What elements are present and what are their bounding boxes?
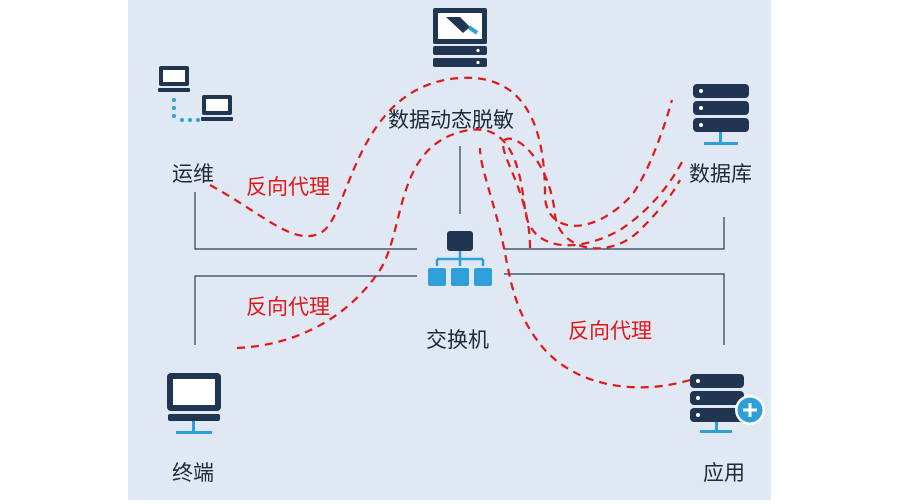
proxy-path-terminal-to-database [236, 128, 684, 350]
reverse-proxy-paths [209, 76, 691, 389]
database-label: 数据库 [689, 162, 752, 186]
masking-server-icon [433, 8, 487, 67]
switch-label: 交换机 [426, 328, 489, 352]
computer-monitor-icon [167, 373, 221, 434]
plus-badge-icon [735, 395, 765, 425]
proxy-label-ops: 反向代理 [246, 175, 330, 199]
ops-label: 运维 [172, 162, 214, 186]
application-server-icon [690, 374, 765, 433]
proxy-label-application: 反向代理 [568, 319, 652, 343]
connection-lines [194, 146, 725, 345]
terminal-to-switch-line [194, 275, 417, 345]
proxy-label-terminal: 反向代理 [246, 295, 330, 319]
network-switch-icon [428, 231, 492, 286]
terminal-label: 终端 [172, 461, 214, 485]
switch-to-application-line [504, 273, 725, 345]
masking-label: 数据动态脱敏 [388, 108, 514, 132]
switch-to-database-line [504, 217, 725, 250]
database-server-icon [693, 84, 749, 145]
proxy-path-application [478, 147, 691, 389]
proxy-path-loop-to-database [502, 137, 681, 250]
two-computers-icon [158, 66, 233, 122]
proxy-path-ops [209, 76, 674, 238]
application-label: 应用 [703, 461, 745, 485]
ops-to-switch-line [194, 192, 417, 250]
